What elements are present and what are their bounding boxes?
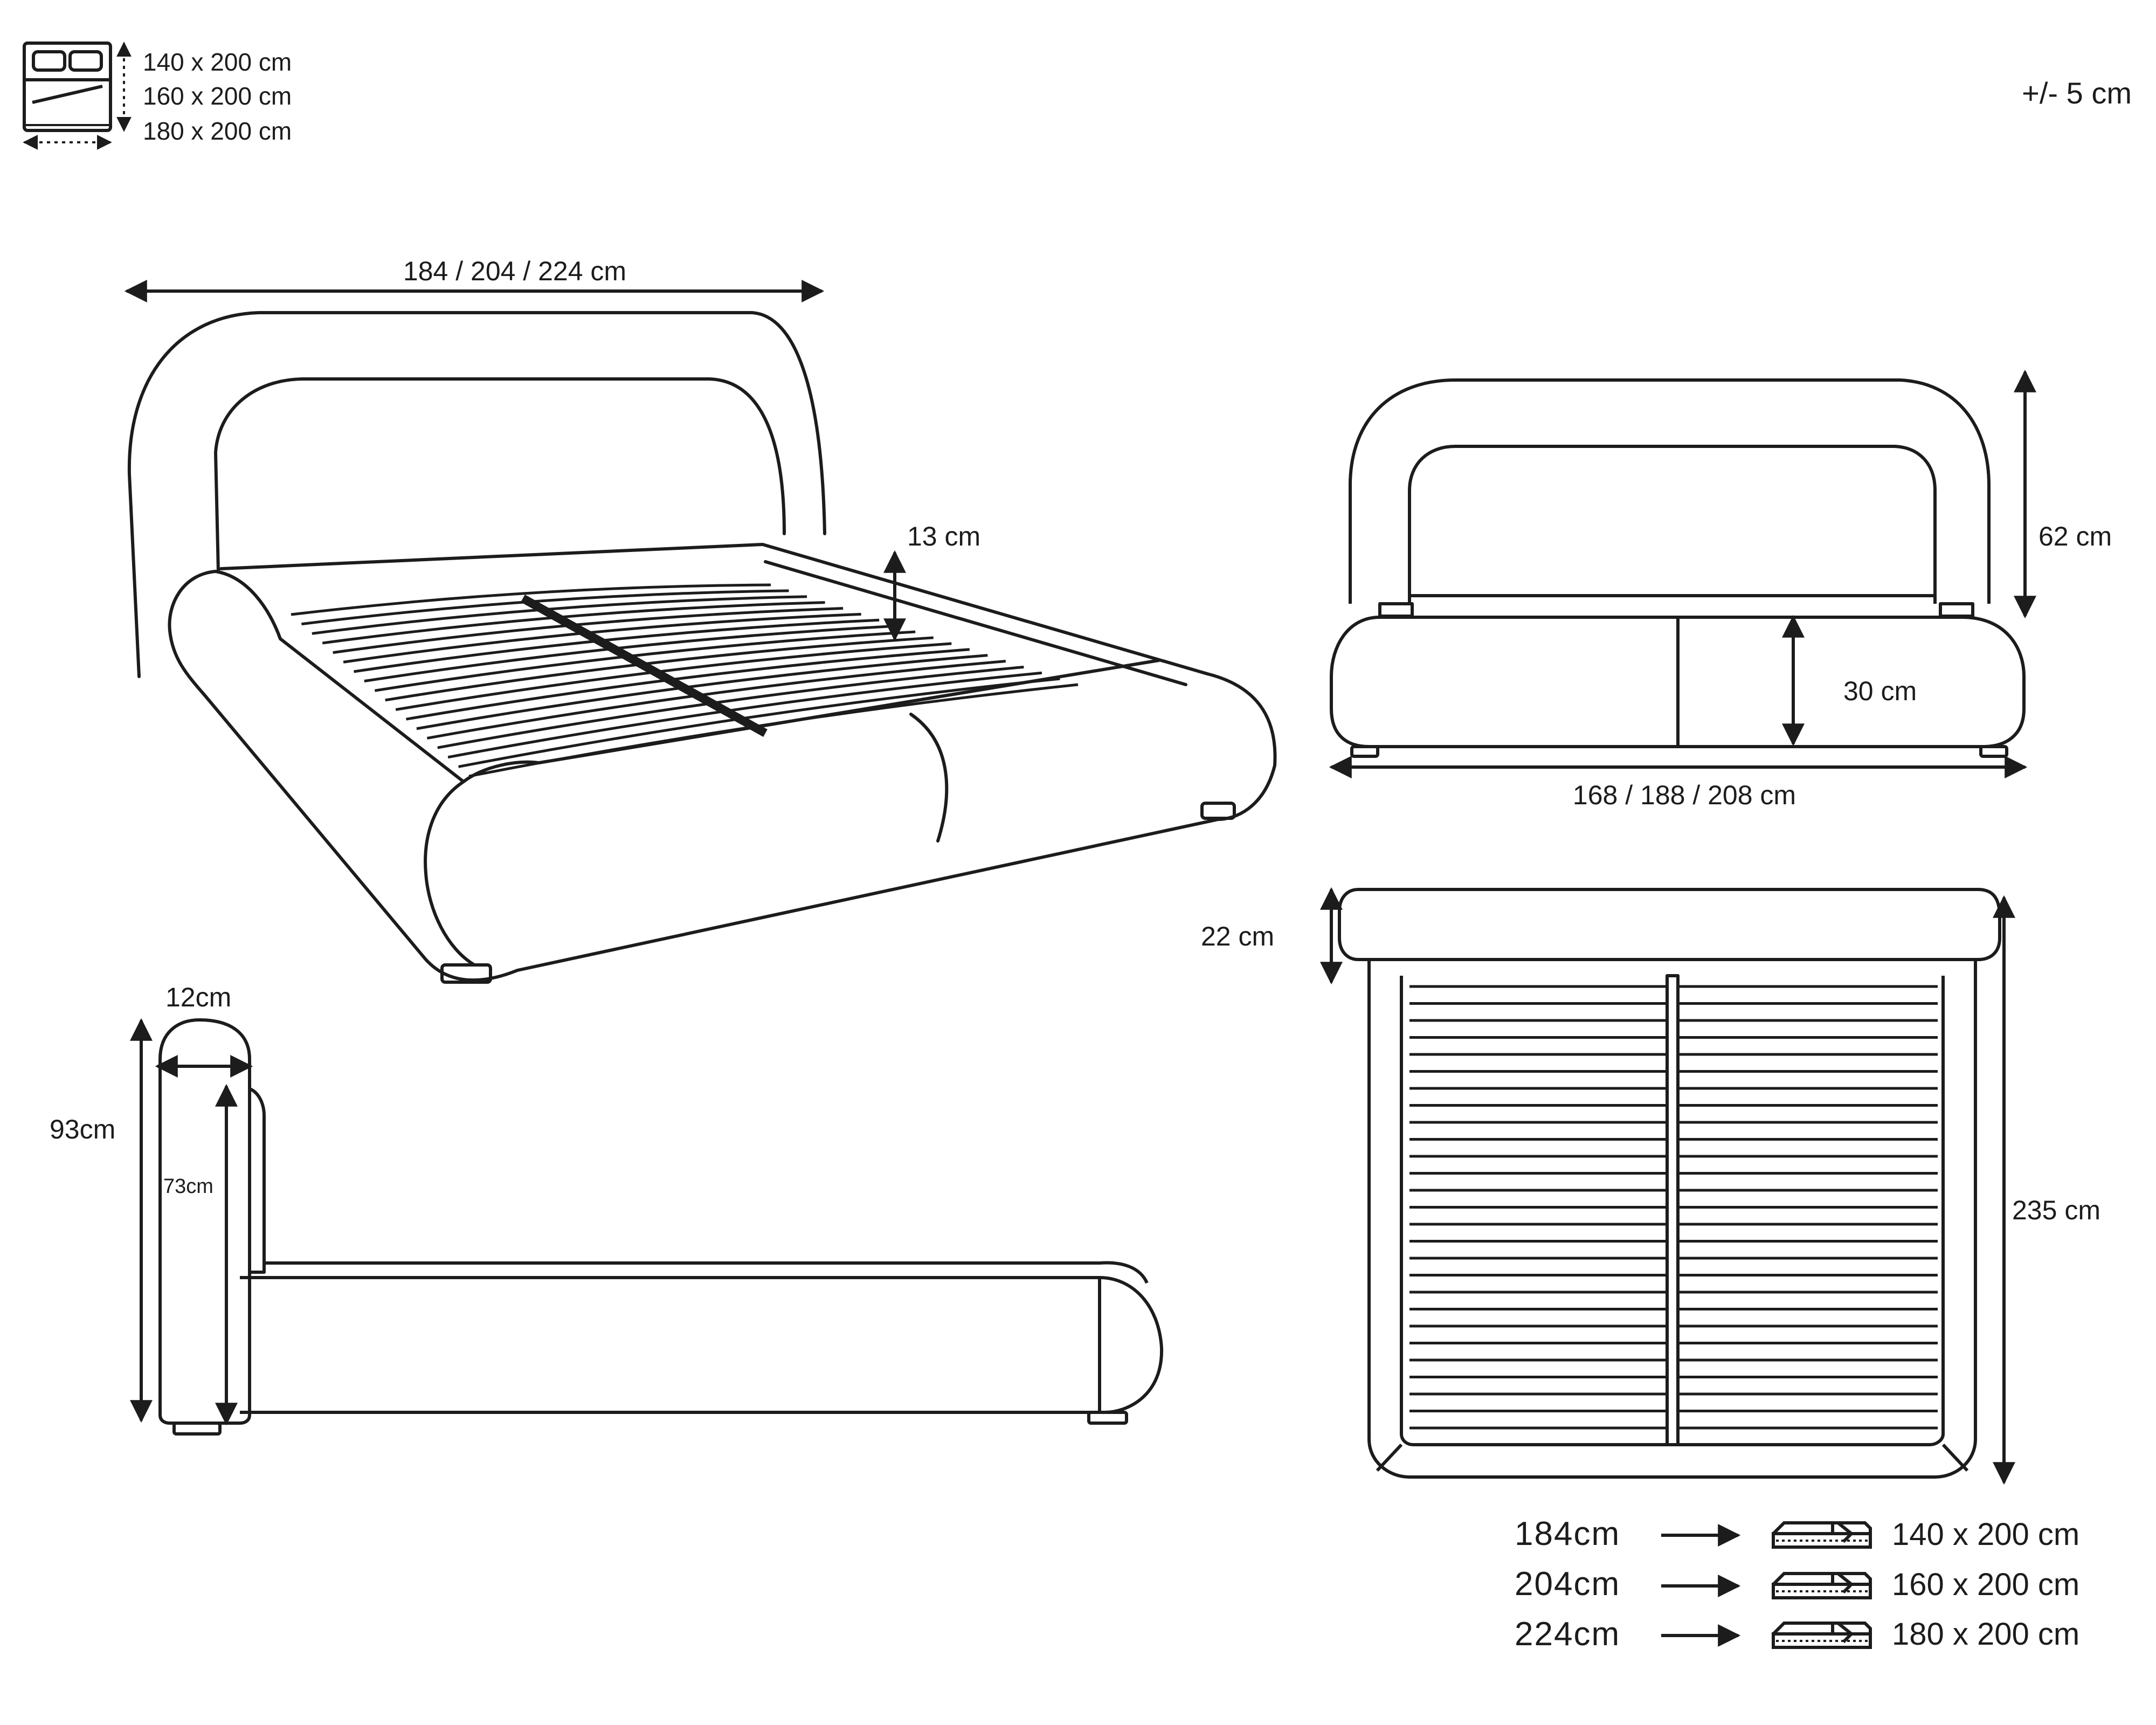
front-width-label: 168 / 188 / 208 cm [1572, 780, 1796, 810]
slat [322, 601, 825, 645]
bed-top-view [1338, 888, 2001, 1479]
slat [343, 612, 861, 664]
slat [437, 665, 1024, 749]
total-height-label: 93cm [50, 1114, 116, 1144]
frame-height-label: 30 cm [1843, 676, 1917, 706]
slat [333, 607, 844, 654]
legend-width-1: 184cm [1515, 1515, 1621, 1552]
slat [395, 642, 952, 711]
bed-slats-top [1409, 985, 1938, 1430]
legend-row [1661, 1521, 1872, 1549]
slat [447, 671, 1042, 759]
headboard-depth-label: 22 cm [1201, 921, 1275, 951]
slat [406, 648, 970, 721]
legend-row [1661, 1572, 1872, 1599]
length-label: 235 cm [2012, 1195, 2100, 1225]
slat [416, 654, 988, 730]
header-size-2: 160 x 200 cm [143, 82, 292, 110]
legend-mattress-1: 140 x 200 cm [1892, 1517, 2080, 1552]
slat [468, 683, 1079, 778]
legend-row [1661, 1622, 1872, 1649]
inner-height-label: 73cm [163, 1175, 213, 1198]
header-size-1: 140 x 200 cm [143, 48, 292, 76]
bed-top-view-icon [23, 42, 132, 150]
slat [364, 624, 897, 683]
bed-side-view [158, 1018, 1164, 1436]
mattress-icon [1772, 1572, 1872, 1599]
rail-height-label: 13 cm [907, 521, 981, 551]
bed-slats [291, 583, 1079, 778]
slat [458, 677, 1060, 768]
slat [426, 659, 1006, 740]
headboard-height-label: 62 cm [2038, 521, 2112, 551]
slat [374, 630, 916, 692]
header-size-3: 180 x 200 cm [143, 117, 292, 145]
legend-width-3: 224cm [1515, 1616, 1621, 1653]
slat [312, 595, 807, 635]
headboard-thickness-label: 12cm [165, 982, 232, 1012]
slat [354, 618, 880, 673]
legend-width-2: 204cm [1515, 1565, 1621, 1603]
slat [301, 589, 789, 626]
slat [385, 636, 934, 702]
tolerance-label: +/- 5 cm [2022, 76, 2132, 110]
perspective-width-label: 184 / 204 / 224 cm [403, 256, 627, 286]
legend-mattress-2: 160 x 200 cm [1892, 1567, 2080, 1602]
center-spine [521, 595, 768, 737]
legend-mattress-3: 180 x 200 cm [1892, 1617, 2080, 1652]
mattress-icon [1772, 1622, 1872, 1649]
slat [291, 583, 771, 616]
bed-front-view [1330, 378, 2026, 758]
mattress-icon [1772, 1521, 1872, 1549]
